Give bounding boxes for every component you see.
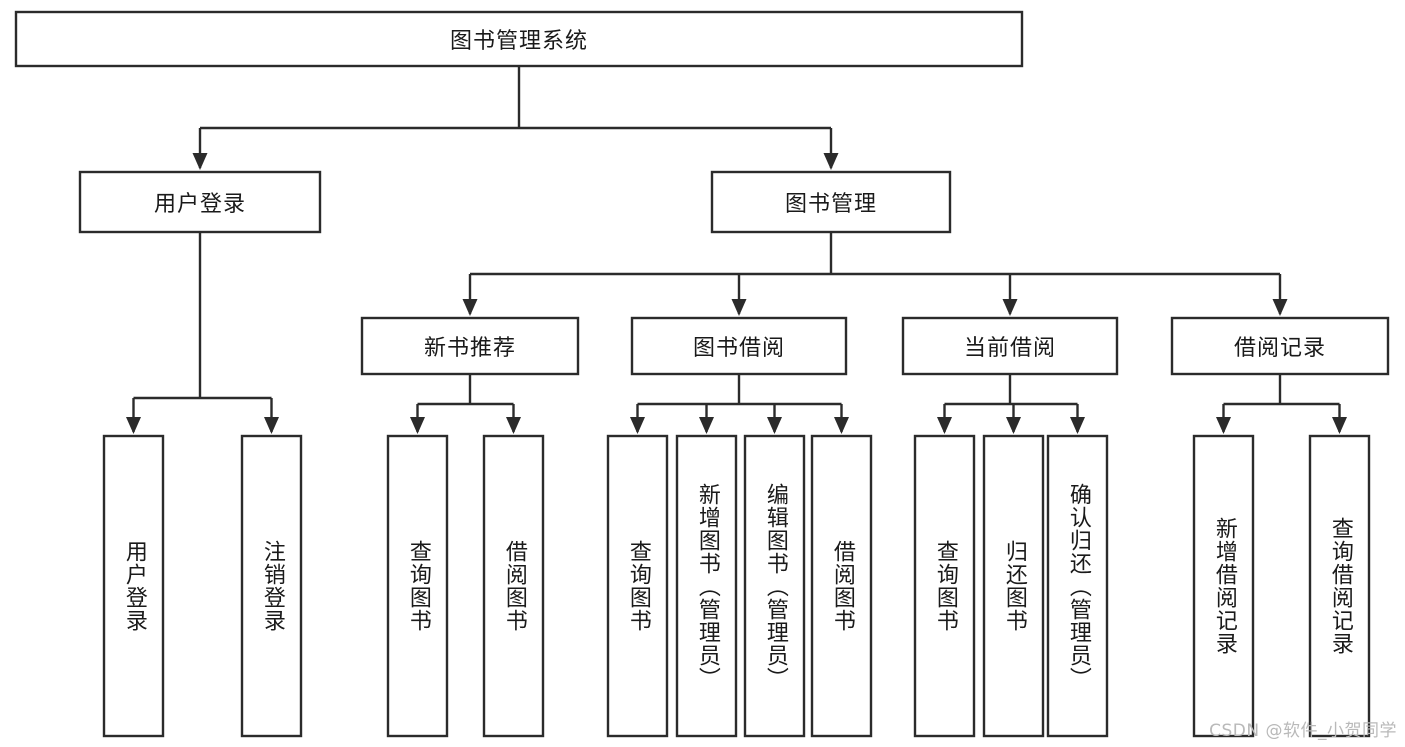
arrow-head-icon	[630, 417, 645, 434]
node-level3-box-1[interactable]	[630, 316, 848, 376]
arrow-head-icon	[767, 417, 782, 434]
arrow-head-icon	[126, 417, 141, 434]
arrow-head-icon	[823, 153, 839, 170]
arrow-head-icon	[937, 417, 952, 434]
arrow-head-icon	[1002, 299, 1018, 316]
arrow-head-icon	[1006, 417, 1021, 434]
node-leaf-box-9[interactable]	[982, 434, 1045, 738]
node-leaf-box-2[interactable]	[386, 434, 449, 738]
node-level3-box-2[interactable]	[901, 316, 1119, 376]
node-leaf-box-4[interactable]	[606, 434, 669, 738]
node-leaf-box-8[interactable]	[913, 434, 976, 738]
arrow-head-icon	[264, 417, 279, 434]
arrow-head-icon	[410, 417, 425, 434]
node-box-layer	[14, 10, 1390, 738]
arrow-head-icon	[731, 299, 747, 316]
node-leaf-box-3[interactable]	[482, 434, 545, 738]
node-level3-box-3[interactable]	[1170, 316, 1390, 376]
arrow-head-icon	[834, 417, 849, 434]
node-leaf-box-12[interactable]	[1308, 434, 1371, 738]
node-leaf-box-6[interactable]	[743, 434, 806, 738]
arrow-head-icon	[506, 417, 521, 434]
arrow-head-icon	[1070, 417, 1085, 434]
node-leaf-box-1[interactable]	[240, 434, 303, 738]
connector-layer	[126, 66, 1347, 434]
arrow-head-icon	[192, 153, 208, 170]
arrow-head-icon	[1216, 417, 1231, 434]
node-leaf-box-11[interactable]	[1192, 434, 1255, 738]
node-root-box[interactable]	[14, 10, 1024, 68]
node-leaf-box-5[interactable]	[675, 434, 738, 738]
arrow-head-icon	[699, 417, 714, 434]
arrow-head-icon	[1332, 417, 1347, 434]
node-leaf-box-0[interactable]	[102, 434, 165, 738]
node-level2-box-1[interactable]	[710, 170, 952, 234]
node-level3-box-0[interactable]	[360, 316, 580, 376]
node-leaf-box-10[interactable]	[1046, 434, 1109, 738]
arrow-head-icon	[1272, 299, 1288, 316]
node-level2-box-0[interactable]	[78, 170, 322, 234]
node-leaf-box-7[interactable]	[810, 434, 873, 738]
arrow-head-icon	[462, 299, 478, 316]
